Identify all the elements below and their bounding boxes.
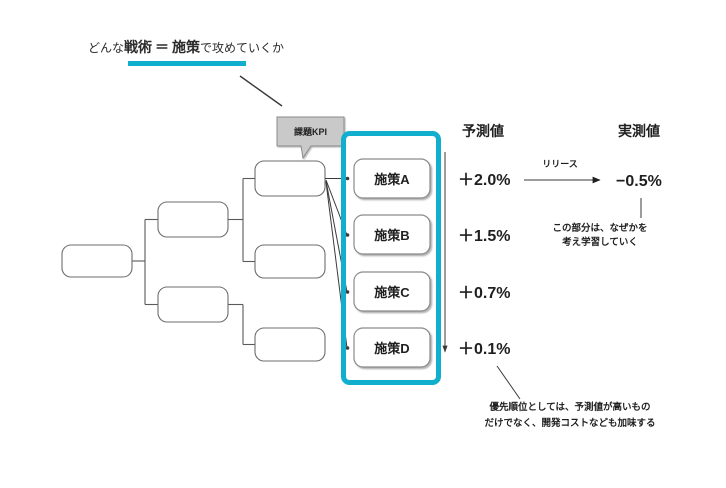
forecast-value-1: ＋1.5% xyxy=(458,228,510,245)
measure-box-2[interactable] xyxy=(353,271,431,312)
tree-node-l3b[interactable] xyxy=(254,244,326,279)
title-text: どんな戦術＝施策で攻めていくか xyxy=(88,39,284,55)
title-lead: どんな xyxy=(88,41,124,55)
priority-note-line1: 優先順位としては、予測値が高いもの xyxy=(488,401,650,413)
tree-node-l2b[interactable] xyxy=(157,286,229,323)
measure-label-3: 施策D xyxy=(374,341,409,356)
title-equals: ＝ xyxy=(155,39,169,55)
measure-label-1: 施策B xyxy=(374,228,409,243)
learning-note-line2: 考え学習していく xyxy=(562,236,638,248)
tree-node-l3c[interactable] xyxy=(254,327,326,362)
title-tail: で攻めていくか xyxy=(200,41,284,55)
measure-box-0[interactable] xyxy=(353,158,431,199)
page-title: どんな戦術＝施策で攻めていくか xyxy=(88,39,284,66)
title-emphasis-a: 戦術 xyxy=(124,39,152,55)
measure-label-0: 施策A xyxy=(374,172,410,187)
forecast-value-0: ＋2.0% xyxy=(458,172,510,189)
measure-box-3[interactable] xyxy=(353,327,431,368)
measure-group-bracket xyxy=(341,131,441,385)
forecast-value-3: ＋0.1% xyxy=(458,341,510,358)
tree-connectors xyxy=(132,177,255,346)
tree-node-l2a[interactable] xyxy=(157,201,229,238)
forecast-column-header: 予測値 xyxy=(462,123,504,139)
tree-nodes xyxy=(61,160,326,362)
kpi-callout-label: 課題KPI xyxy=(294,126,327,137)
measure-boxes: 施策A 施策B 施策C 施策D xyxy=(353,158,431,368)
kpi-callout: 課題KPI xyxy=(276,116,345,160)
forecast-value-2: ＋0.7% xyxy=(458,285,510,302)
title-pointer-line xyxy=(239,75,283,107)
title-underline xyxy=(128,61,246,66)
actual-value: −0.5% xyxy=(616,173,662,190)
tree-node-root[interactable] xyxy=(61,244,133,278)
priority-note-line2: だけでなく、開発コストなども加味する xyxy=(484,417,655,429)
priority-note-leader xyxy=(496,365,521,400)
actual-column-header: 実測値 xyxy=(618,123,660,139)
title-emphasis-b: 施策 xyxy=(172,39,201,55)
release-label: リリース xyxy=(542,159,578,169)
measure-label-2: 施策C xyxy=(374,285,410,300)
tree-node-l3a[interactable] xyxy=(254,160,326,197)
measure-box-1[interactable] xyxy=(353,214,431,255)
learning-note-line1: この部分は、なぜかを xyxy=(552,222,647,234)
